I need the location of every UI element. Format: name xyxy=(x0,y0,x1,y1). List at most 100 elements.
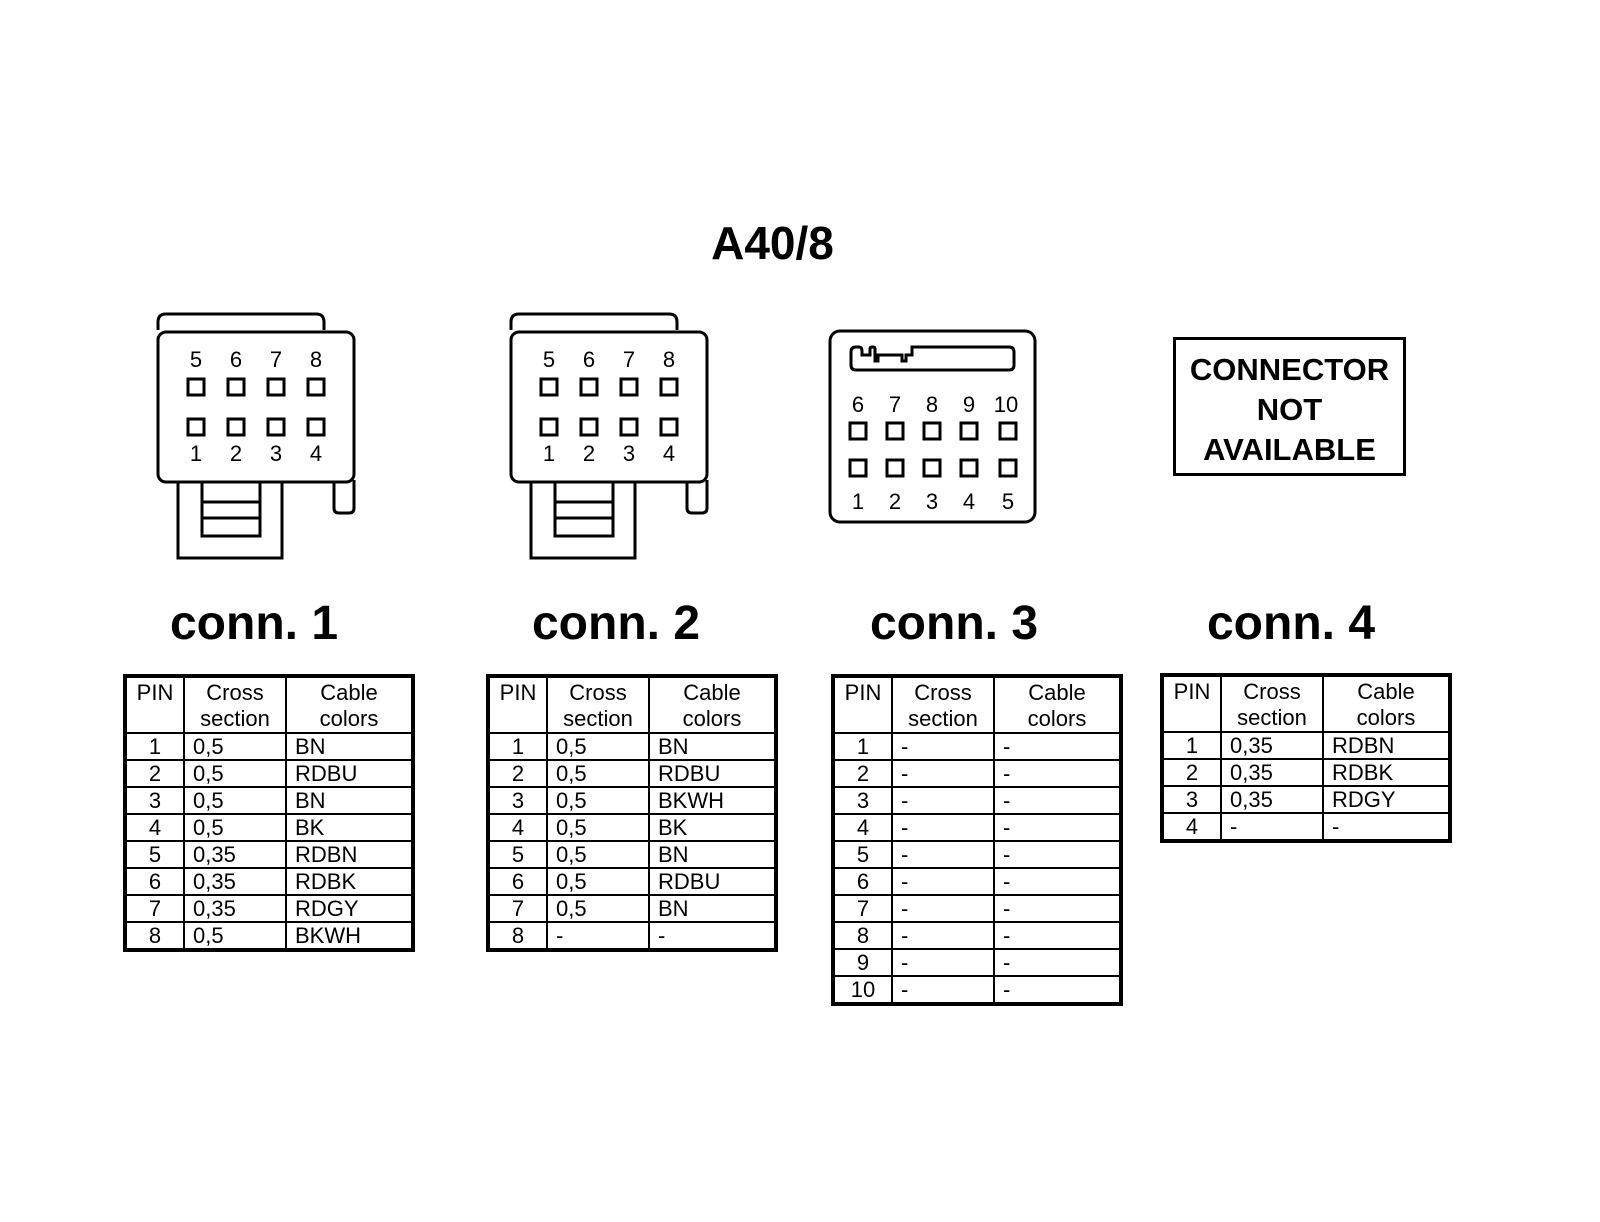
pin-label: 1 xyxy=(543,441,555,466)
pin-number-cell: 4 xyxy=(488,813,547,841)
cross-section-cell: 0,35 xyxy=(1220,758,1323,786)
header-pin-text: PIN xyxy=(844,680,882,705)
pin-number-cell: 3 xyxy=(125,786,184,814)
cable-color-cell: RDBK xyxy=(285,867,413,895)
header-text: Cable xyxy=(320,680,378,705)
header-pin-text: PIN xyxy=(1173,679,1211,704)
cross-section-cell: 0,35 xyxy=(1220,785,1323,813)
pin-label: 3 xyxy=(926,489,938,514)
table-row: 7-- xyxy=(833,894,1121,922)
pin-number-cell: 2 xyxy=(833,759,892,787)
cross-section-cell: 0,5 xyxy=(546,732,649,760)
pin-label: 2 xyxy=(583,441,595,466)
pin-number-cell: 6 xyxy=(125,867,184,895)
cable-color-cell: BN xyxy=(648,840,776,868)
cross-section-cell: 0,5 xyxy=(546,867,649,895)
cable-color-cell: - xyxy=(993,813,1121,841)
table-row: 6-- xyxy=(833,867,1121,895)
pin-number-cell: 1 xyxy=(833,732,892,760)
header-text: section xyxy=(1237,705,1307,730)
cross-section-cell: 0,5 xyxy=(546,759,649,787)
header-text: section xyxy=(563,706,633,731)
pin-number-cell: 6 xyxy=(488,867,547,895)
table-row: 2-- xyxy=(833,759,1121,787)
table-row: 9-- xyxy=(833,948,1121,976)
cable-color-cell: BN xyxy=(648,732,776,760)
cross-section-cell: 0,5 xyxy=(546,894,649,922)
pin-number-cell: 7 xyxy=(125,894,184,922)
cross-section-cell: 0,35 xyxy=(183,867,286,895)
cable-color-cell: BN xyxy=(648,894,776,922)
cable-color-cell: RDBK xyxy=(1322,758,1450,786)
pin-number-cell: 3 xyxy=(488,786,547,814)
pin-number-cell: 5 xyxy=(833,840,892,868)
pin-label: 4 xyxy=(310,441,322,466)
pin-number-cell: 4 xyxy=(125,813,184,841)
pin-label: 2 xyxy=(230,441,242,466)
header-pin: PIN xyxy=(1162,675,1221,733)
cable-color-cell: - xyxy=(993,921,1121,949)
cross-section-cell: 0,5 xyxy=(183,759,286,787)
cable-color-cell: - xyxy=(993,948,1121,976)
header-pin-text: PIN xyxy=(499,680,537,705)
pin-number-cell: 1 xyxy=(125,732,184,760)
cable-color-cell: - xyxy=(1322,812,1450,841)
cross-section-cell: - xyxy=(891,786,994,814)
pin-number-cell: 1 xyxy=(488,732,547,760)
connector-3-diagram: 6 7 8 9 10 1 2 3 4 5 xyxy=(828,329,1037,524)
table-row: 8-- xyxy=(488,921,776,950)
cross-section-cell: 0,5 xyxy=(183,786,286,814)
connector-1-label: conn. 1 xyxy=(169,597,339,650)
table-row: 4-- xyxy=(1162,812,1450,841)
connector-3-label: conn. 3 xyxy=(869,597,1039,650)
cable-color-cell: RDBN xyxy=(1322,731,1450,759)
header-text: colors xyxy=(1356,705,1416,730)
pin-label: 8 xyxy=(663,347,675,372)
header-text: Cross xyxy=(569,680,627,705)
pin-label: 5 xyxy=(190,347,202,372)
cross-section-cell: - xyxy=(891,813,994,841)
cable-color-cell: - xyxy=(993,840,1121,868)
table-row: 8-- xyxy=(833,921,1121,949)
header-text: Cable xyxy=(683,680,741,705)
cable-color-cell: - xyxy=(993,759,1121,787)
connector-2-diagram: 5 6 7 8 1 2 3 4 xyxy=(509,312,709,560)
pin-label: 3 xyxy=(270,441,282,466)
header-text: Cable xyxy=(1357,679,1415,704)
cross-section-cell: - xyxy=(891,759,994,787)
not-available-line: CONNECTOR xyxy=(1189,352,1390,387)
cross-section-cell: - xyxy=(546,921,649,950)
cable-color-cell: RDGY xyxy=(285,894,413,922)
pin-number-cell: 9 xyxy=(833,948,892,976)
header-text: Cross xyxy=(914,680,972,705)
connector-2-label: conn. 2 xyxy=(531,597,701,650)
cross-section-cell: 0,35 xyxy=(183,894,286,922)
pin-label: 6 xyxy=(852,392,864,417)
pin-label: 8 xyxy=(926,392,938,417)
header-pin: PIN xyxy=(488,676,547,734)
pin-number-cell: 1 xyxy=(1162,731,1221,759)
cross-section-cell: - xyxy=(891,894,994,922)
cable-color-cell: BK xyxy=(285,813,413,841)
pin-label: 5 xyxy=(1002,489,1014,514)
not-available-line: AVAILABLE xyxy=(1203,432,1376,467)
cable-color-cell: RDGY xyxy=(1322,785,1450,813)
cross-section-cell: 0,5 xyxy=(183,921,286,950)
